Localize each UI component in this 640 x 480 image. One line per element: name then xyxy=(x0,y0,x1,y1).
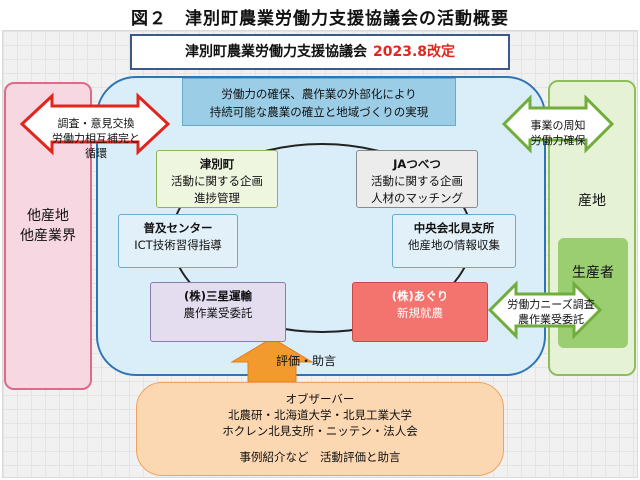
node-aguri-line1: 新規就農 xyxy=(397,306,443,320)
right-bottom-arrow xyxy=(487,280,603,340)
council-header: 津別町農業労働力支援協議会 2023.8改定 xyxy=(130,34,510,70)
node-tsubetsu-town-line2: 進捗管理 xyxy=(194,191,240,205)
revision-date: 2023.8改定 xyxy=(372,44,456,60)
node-extension-center-line1: ICT技術習得指導 xyxy=(134,238,222,252)
node-tsubetsu-town: 津別町 活動に関する企画 進捗管理 xyxy=(156,150,278,208)
node-tsubetsu-town-name: 津別町 xyxy=(199,157,235,171)
node-ja-tsubetsu-line2: 人材のマッチング xyxy=(371,191,463,205)
right-top-arrow xyxy=(501,94,615,154)
evaluation-label: 評価・助言 xyxy=(276,354,337,368)
node-extension-center: 普及センター ICT技術習得指導 xyxy=(118,214,238,268)
observer-box: オブザーバー 北農研・北海道大学・北見工業大学 ホクレン北見支所・ニッテン・法人… xyxy=(136,382,504,476)
node-extension-center-name: 普及センター xyxy=(143,221,213,235)
observer-line3: 事例紹介など 活動評価と助言 xyxy=(239,450,401,464)
evaluation-arrow xyxy=(230,337,314,383)
goal-line1: 労働力の確保、農作業の外部化により xyxy=(221,87,417,101)
node-central-kitami-name: 中央会北見支所 xyxy=(413,221,495,235)
goal-box: 労働力の確保、農作業の外部化により 持続可能な農業の確立と地域づくりの実現 xyxy=(182,78,456,126)
observer-title: オブザーバー xyxy=(285,392,355,406)
left-arrow-line1: 調査・意見交換 xyxy=(57,117,135,130)
observer-line1: 北農研・北海道大学・北見工業大学 xyxy=(228,408,412,422)
right-bottom-arrow-line2: 農作業受委託 xyxy=(518,313,584,326)
node-ja-tsubetsu-name: JAつべつ xyxy=(393,157,441,171)
local-region-label: 産地 xyxy=(578,193,606,209)
observer-line2: ホクレン北見支所・ニッテン・法人会 xyxy=(222,424,418,438)
node-aguri-name: (株)あぐり xyxy=(391,289,449,303)
other-regions-line2: 他産業界 xyxy=(20,228,76,244)
figure-title: 図２ 津別町農業労働力支援協議会の活動概要 xyxy=(131,9,509,29)
left-exchange-arrow xyxy=(19,92,171,156)
right-bottom-arrow-label: 労働力ニーズ調査 農作業受委託 xyxy=(506,297,596,327)
node-tsubetsu-town-line1: 活動に関する企画 xyxy=(171,174,263,188)
node-ja-tsubetsu-line1: 活動に関する企画 xyxy=(371,174,463,188)
right-top-arrow-line1: 事業の周知 xyxy=(530,119,586,132)
goal-line2: 持続可能な農業の確立と地域づくりの実現 xyxy=(209,105,429,119)
other-regions-line1: 他産地 xyxy=(27,208,69,224)
node-ja-tsubetsu: JAつべつ 活動に関する企画 人材のマッチング xyxy=(356,150,478,208)
node-mitsuboshi-unyu: (株)三星運輸 農作業受委託 xyxy=(150,282,286,342)
right-bottom-arrow-line1: 労働力ニーズ調査 xyxy=(507,298,595,311)
node-central-kitami-line1: 他産地の情報収集 xyxy=(408,238,500,252)
council-name: 津別町農業労働力支援協議会 xyxy=(184,44,367,60)
node-aguri: (株)あぐり 新規就農 xyxy=(352,282,488,342)
right-top-arrow-line2: 労働力確保 xyxy=(530,134,586,147)
left-arrow-label: 調査・意見交換 労働力相互補完と循環 xyxy=(48,116,144,161)
producer-label: 生産者 xyxy=(572,265,614,281)
node-mitsuboshi-unyu-name: (株)三星運輸 xyxy=(183,289,252,303)
left-arrow-line2: 労働力相互補完と循環 xyxy=(52,132,140,160)
right-top-arrow-label: 事業の周知 労働力確保 xyxy=(526,118,590,148)
other-regions-label: 他産地 他産業界 xyxy=(4,206,92,246)
node-central-kitami: 中央会北見支所 他産地の情報収集 xyxy=(392,214,516,268)
node-mitsuboshi-unyu-line1: 農作業受委託 xyxy=(183,306,253,320)
